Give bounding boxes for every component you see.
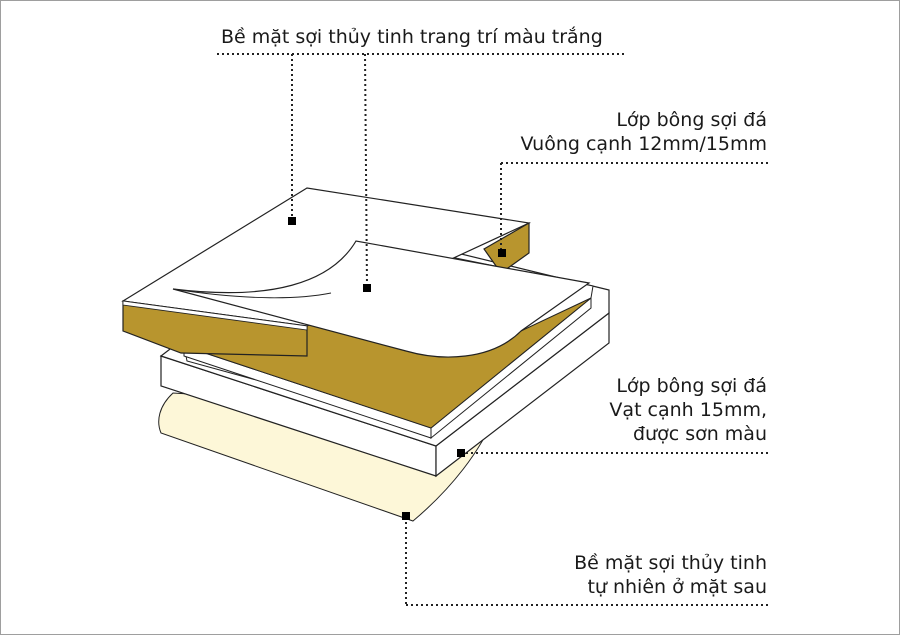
square-edge-line-1: Lớp bông sợi đá bbox=[616, 109, 767, 131]
back-surface-line-1: Bề mặt sợi thủy tinh bbox=[574, 552, 767, 574]
marker-top-surface-1 bbox=[288, 217, 296, 225]
marker-square-edge bbox=[498, 249, 506, 257]
top-surface-leader-2 bbox=[364, 53, 368, 288]
square-edge-board bbox=[121, 187, 532, 357]
peeled-top-sheet bbox=[172, 240, 591, 358]
marker-back-surface bbox=[402, 512, 410, 520]
back-surface-label: Bề mặt sợi thủy tinh tự nhiên ở mặt sau bbox=[574, 551, 767, 599]
beveled-edge-label: Lớp bông sợi đá Vạt cạnh 15mm, được sơn … bbox=[609, 374, 767, 446]
marker-top-surface-2 bbox=[363, 284, 371, 292]
top-surface-text: Bề mặt sợi thủy tinh trang trí màu trắng bbox=[221, 26, 603, 48]
beveled-edge-line-2: Vạt cạnh 15mm, bbox=[609, 399, 767, 421]
square-edge-line-2: Vuông cạnh 12mm/15mm bbox=[520, 133, 767, 155]
marker-points bbox=[288, 217, 506, 520]
square-edge-label: Lớp bông sợi đá Vuông cạnh 12mm/15mm bbox=[520, 108, 767, 156]
marker-beveled-edge bbox=[457, 449, 465, 457]
beveled-edge-line-3: được sơn màu bbox=[632, 423, 767, 445]
back-surface-line-2: tự nhiên ở mặt sau bbox=[587, 576, 767, 598]
top-surface-label: Bề mặt sợi thủy tinh trang trí màu trắng bbox=[221, 25, 603, 49]
beveled-edge-line-1: Lớp bông sợi đá bbox=[616, 375, 767, 397]
leader-lines bbox=[217, 53, 769, 606]
